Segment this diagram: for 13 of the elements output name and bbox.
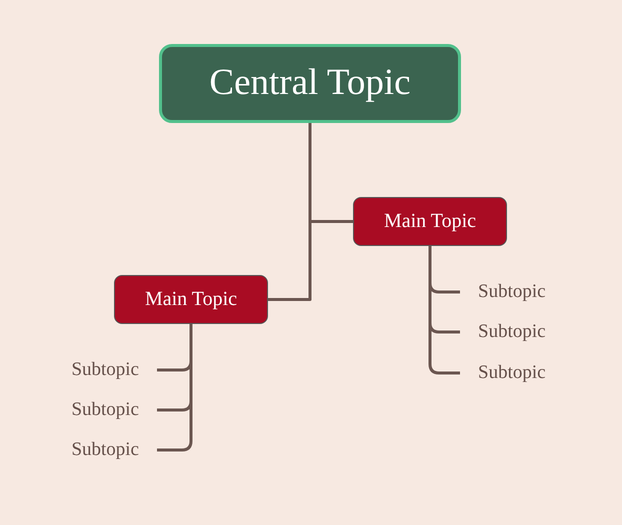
topic-label: Main Topic (384, 210, 476, 233)
topic-label: Central Topic (209, 62, 411, 105)
subtopic-label: Subtopic (478, 361, 546, 385)
subtopic-label: Subtopic (71, 398, 139, 422)
subtopic-label: Subtopic (71, 438, 139, 462)
subtopic-label: Subtopic (71, 358, 139, 382)
central-topic-box (159, 44, 461, 123)
main-topic-box (353, 197, 507, 246)
main-topic-box (114, 275, 268, 324)
connector-line (268, 123, 312, 301)
subtopic-label: Subtopic (478, 280, 546, 304)
subtopic-label: Subtopic (478, 320, 546, 344)
topic-label: Main Topic (144, 288, 238, 311)
